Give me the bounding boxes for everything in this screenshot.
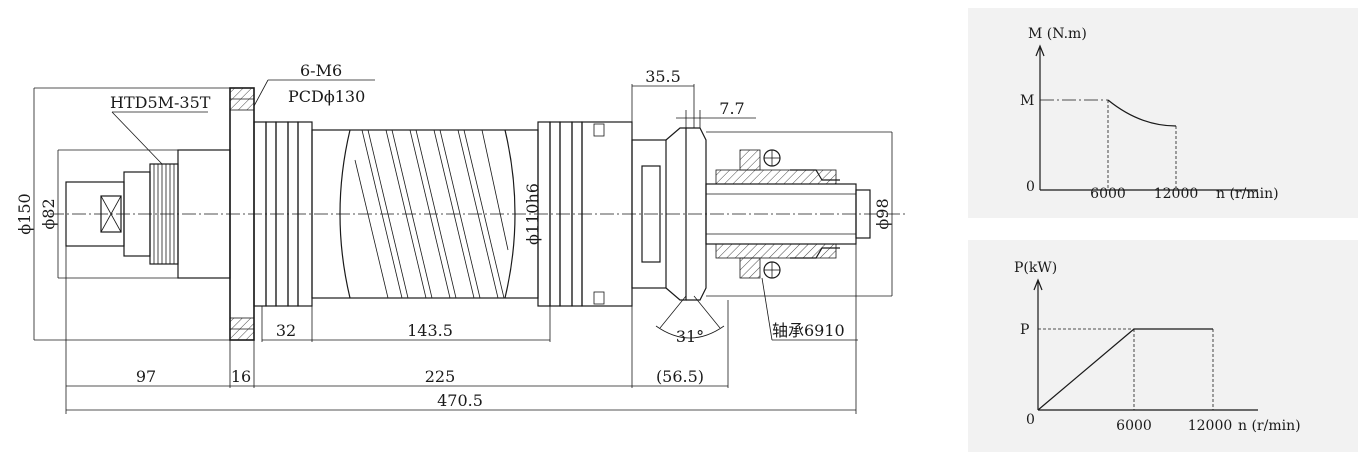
- label-dim56: (56.5): [656, 367, 704, 386]
- power-ylabel: P(kW): [1014, 260, 1057, 276]
- label-dim143: 143.5: [407, 321, 453, 340]
- power-rising-line: [1037, 328, 1135, 411]
- label-dia98: ϕ98: [873, 198, 892, 229]
- power-xtick-6000: 6000: [1116, 418, 1152, 434]
- power-chart-panel: P(kW) P 0 6000 12000 n (r/min): [968, 240, 1358, 452]
- spiral-grooves: [354, 129, 509, 299]
- torque-chart: M (N.m) M 0 6000 12000 n (r/min): [1020, 26, 1279, 202]
- power-xlabel: n (r/min): [1238, 418, 1301, 434]
- power-origin: 0: [1026, 412, 1035, 428]
- torque-xtick-12000: 12000: [1154, 186, 1199, 202]
- torque-ylabel: M (N.m): [1028, 26, 1087, 42]
- label-dim97: 97: [136, 367, 156, 386]
- label-dim35: 35.5: [645, 67, 681, 86]
- label-dim225: 225: [425, 367, 456, 386]
- label-dim470: 470.5: [437, 391, 483, 410]
- spindle-drawing: HTD5M-35T 6-M6 PCDϕ130 ϕ150 ϕ82 ϕ110h6 ϕ…: [15, 61, 905, 414]
- torque-xlabel: n (r/min): [1216, 186, 1279, 202]
- label-pcd: PCDϕ130: [288, 87, 365, 106]
- label-dia150: ϕ150: [15, 193, 34, 234]
- label-dim32: 32: [276, 321, 296, 340]
- rear-shaft: [631, 127, 871, 301]
- housing: [253, 121, 633, 307]
- label-dia82: ϕ82: [39, 198, 58, 229]
- dimension-labels: HTD5M-35T 6-M6 PCDϕ130 ϕ150 ϕ82 ϕ110h6 ϕ…: [15, 61, 892, 410]
- torque-chart-panel: M (N.m) M 0 6000 12000 n (r/min): [968, 8, 1358, 218]
- label-angle: 31°: [676, 327, 704, 346]
- label-dim16: 16: [231, 367, 251, 386]
- power-xtick-12000: 12000: [1188, 418, 1233, 434]
- label-screws: 6-M6: [300, 61, 342, 80]
- label-bearing: 轴承6910: [772, 321, 845, 340]
- label-dia110: ϕ110h6: [523, 183, 542, 245]
- power-ytick: P: [1020, 322, 1029, 338]
- label-dim77: 7.7: [719, 99, 744, 118]
- power-chart: P(kW) P 0 6000 12000 n (r/min): [1014, 260, 1301, 434]
- torque-xtick-6000: 6000: [1090, 186, 1126, 202]
- label-pulley: HTD5M-35T: [110, 93, 211, 112]
- torque-falling-curve: [1107, 99, 1177, 127]
- torque-origin: 0: [1026, 179, 1035, 195]
- torque-ytick: M: [1020, 93, 1034, 109]
- dimension-lines: [33, 79, 893, 414]
